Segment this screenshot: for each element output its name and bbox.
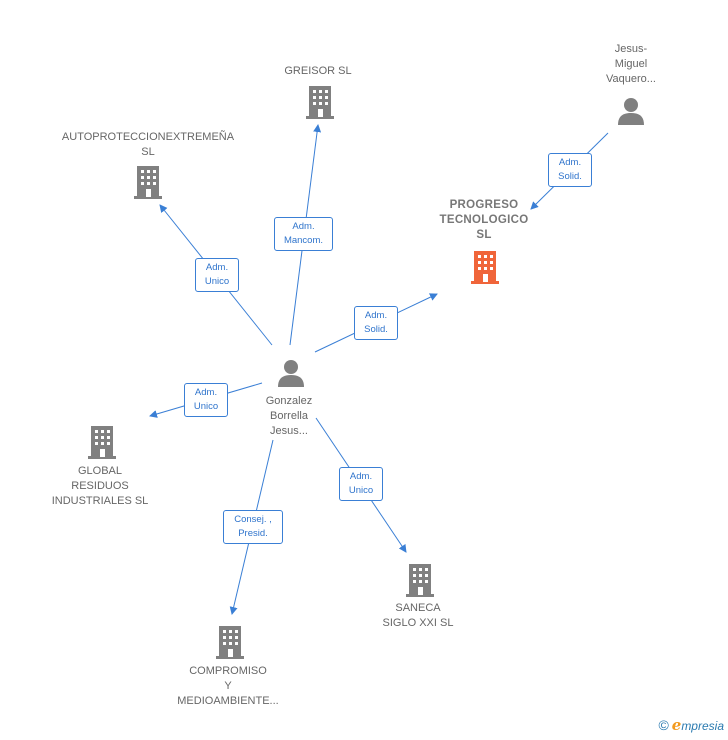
node-label-saneca[interactable]: SANECA SIGLO XXI SL <box>382 602 454 629</box>
brand-logo-text: mpresia <box>681 719 724 733</box>
node-label-compromiso[interactable]: COMPROMISO Y MEDIOAMBIENTE... <box>177 665 279 707</box>
building-icon-progreso <box>471 251 499 284</box>
building-icon-compromiso <box>216 626 244 659</box>
edge-label-to-greisor: Adm. Mancom. <box>274 217 333 251</box>
node-label-jesus-miguel[interactable]: Jesus- Miguel Vaquero... <box>606 43 656 85</box>
node-label-autoproteccion[interactable]: AUTOPROTECCIONEXTREMEÑA SL <box>61 131 235 158</box>
brand-footer[interactable]: ©empresia <box>658 716 724 734</box>
person-icon-gonzalez <box>278 360 304 387</box>
copyright-icon: © <box>658 717 669 733</box>
building-icon-global <box>88 426 116 459</box>
node-label-progreso[interactable]: PROGRESO TECNOLOGICO SL <box>439 199 529 241</box>
node-label-greisor[interactable]: GREISOR SL <box>284 65 352 77</box>
edge-label-to-saneca: Adm. Unico <box>339 467 383 501</box>
building-icon-saneca <box>406 564 434 597</box>
edge-label-to-compromiso: Consej. , Presid. <box>223 510 283 544</box>
edge-label-to-progreso: Adm. Solid. <box>354 306 398 340</box>
edge-label-to-autoproteccion: Adm. Unico <box>195 258 239 292</box>
brand-logo-e: e <box>671 716 682 734</box>
building-icon-greisor <box>306 86 334 119</box>
edge-label-to-global: Adm. Unico <box>184 383 228 417</box>
node-label-global[interactable]: GLOBAL RESIDUOS INDUSTRIALES SL <box>51 465 149 507</box>
node-label-gonzalez[interactable]: Gonzalez Borrella Jesus... <box>265 395 313 437</box>
building-icon-autoproteccion <box>134 166 162 199</box>
edge-label-jesus-to-progreso: Adm. Solid. <box>548 153 592 187</box>
person-icon-jesus-miguel <box>618 98 644 125</box>
